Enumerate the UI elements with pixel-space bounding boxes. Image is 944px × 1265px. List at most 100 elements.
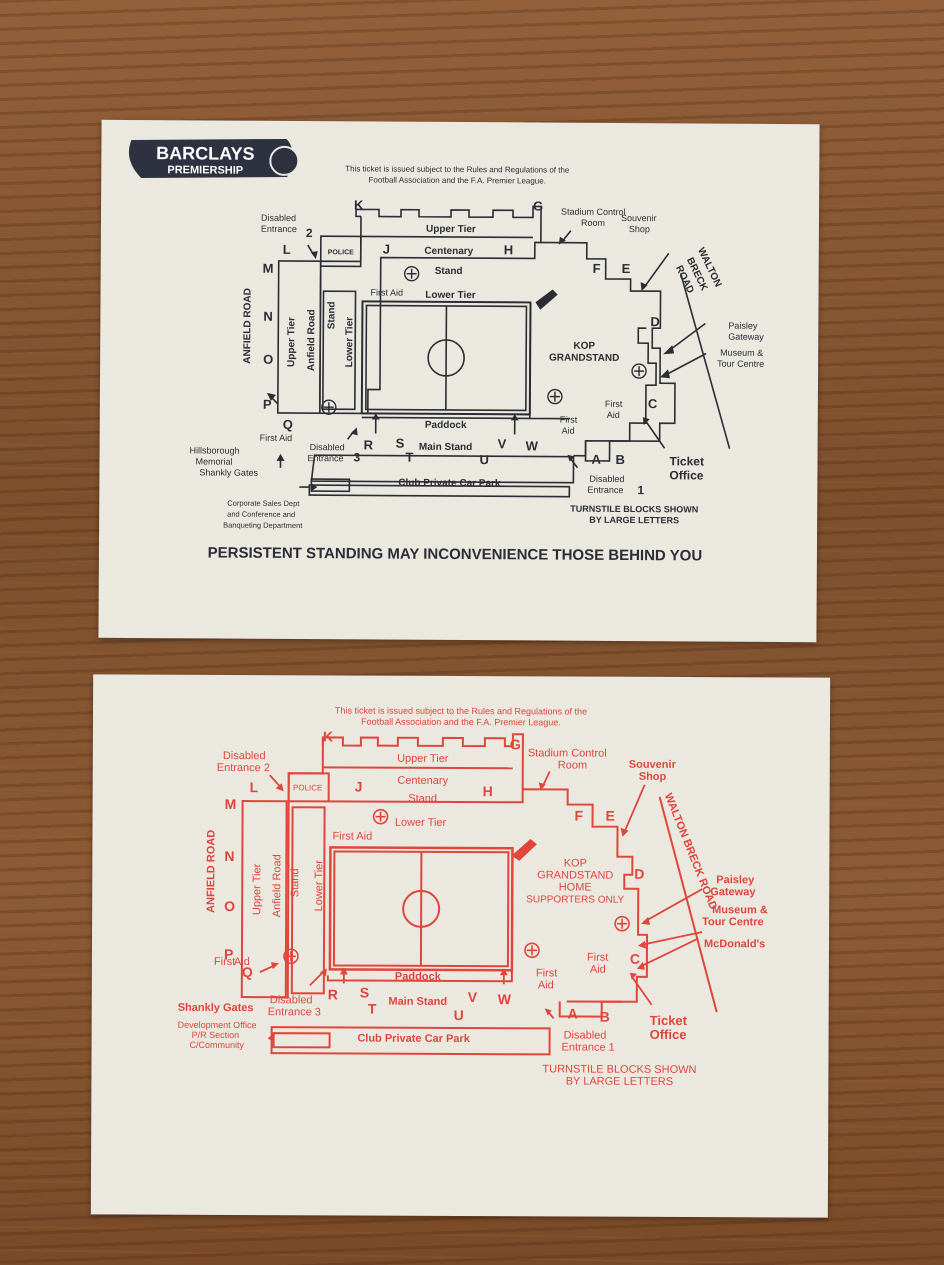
map-label: Room — [558, 759, 587, 771]
map-label: P/R Section — [192, 1030, 240, 1040]
car-park-label: Club Private Car Park — [398, 478, 501, 490]
map-label: 1 — [637, 483, 644, 497]
map-label: Entrance 2 — [217, 762, 270, 774]
map-label: Aid — [538, 979, 554, 991]
map-label: First Aid — [371, 287, 404, 297]
stand-label: Lower Tier — [344, 317, 355, 368]
map-label: Stadium Control — [561, 207, 626, 217]
map-label: First — [605, 399, 623, 409]
map-label: E — [622, 261, 631, 276]
map-label: This ticket is issued subject to the Rul… — [335, 705, 587, 716]
map-label: Aid — [607, 410, 620, 420]
map-label: E — [606, 808, 615, 824]
map-label: Office — [669, 468, 703, 482]
map-label: Football Association and the F.A. Premie… — [361, 717, 561, 728]
map-label: HOME — [559, 881, 592, 893]
map-label: Entrance — [261, 224, 297, 234]
ticket-top: BARCLAYS PREMIERSHIP This ticket is issu… — [98, 119, 820, 643]
map-label: and Conference and — [227, 510, 295, 519]
map-label: Lower Tier — [395, 817, 447, 829]
map-label: Office — [650, 1027, 687, 1042]
map-label: Disabled — [564, 1029, 607, 1041]
map-label: TURNSTILE BLOCKS SHOWN — [570, 504, 698, 515]
map-label: McDonald's — [704, 938, 765, 950]
map-label: C — [648, 396, 658, 411]
map-label: Q — [242, 964, 253, 980]
map-label: Museum & — [712, 904, 768, 916]
map-label: Ticket — [669, 454, 704, 468]
map-label: First Aid — [332, 830, 372, 842]
map-label: N — [224, 848, 234, 864]
map-label: B — [615, 452, 624, 467]
map-label: PREMIERSHIP — [167, 164, 243, 176]
map-label: B — [600, 1009, 610, 1025]
map-label: G — [510, 736, 521, 752]
stand-label: Main Stand — [419, 442, 472, 453]
map-label: S — [360, 985, 369, 1001]
map-label: O — [263, 352, 273, 367]
map-label: SUPPORTERS ONLY — [526, 894, 624, 905]
stand-label: Anfield Road — [306, 309, 317, 371]
map-label: 2 — [306, 226, 313, 240]
map-label: Shop — [639, 771, 667, 783]
stand-label: GRANDSTAND — [549, 353, 619, 364]
map-label: J — [383, 242, 390, 257]
stand-label: Upper Tier — [426, 224, 476, 235]
map-label: Tour Centre — [702, 916, 764, 928]
map-label: Memorial — [195, 456, 232, 466]
stand-label: Upper Tier — [286, 317, 297, 367]
map-label: Shop — [629, 224, 650, 234]
map-label: Disabled — [310, 442, 345, 452]
map-label: Banqueting Department — [223, 521, 303, 530]
map-label: P — [224, 946, 233, 962]
map-label: S — [396, 436, 405, 451]
stand-label: Stand — [435, 266, 463, 277]
stand-label: Stand — [326, 301, 337, 329]
map-label: This ticket is issued subject to the Rul… — [345, 164, 570, 174]
map-label: POLICE — [328, 249, 354, 256]
map-label: TURNSTILE BLOCKS SHOWN — [542, 1063, 696, 1076]
map-label: Room — [581, 218, 605, 228]
map-label: Gateway — [710, 886, 756, 898]
map-label: C/Community — [190, 1040, 245, 1050]
map-label: A — [568, 1005, 578, 1021]
map-label: W — [498, 991, 512, 1007]
map-label: G — [533, 198, 543, 213]
football-icon — [269, 145, 300, 176]
map-label: Stadium Control — [528, 747, 607, 759]
stadium-map-top: BARCLAYS PREMIERSHIP This ticket is issu… — [129, 138, 764, 564]
map-label: L — [283, 242, 291, 257]
map-label: Club Private Car Park — [357, 1033, 470, 1045]
map-label: Souvenir — [629, 759, 677, 771]
map-label: U — [454, 1007, 464, 1023]
map-label: First Aid — [260, 433, 293, 443]
map-label: Aid — [590, 964, 606, 976]
map-label: D — [634, 866, 644, 882]
stand-label: KOP — [573, 341, 595, 352]
map-label: F — [575, 807, 584, 823]
road-label: ANFIELD ROAD — [242, 288, 253, 364]
map-label: Ticket — [650, 1013, 688, 1028]
map-label: K — [323, 728, 333, 744]
map-label: BY LARGE LETTERS — [589, 515, 679, 526]
map-label: C — [630, 951, 640, 967]
map-label: BARCLAYS — [156, 143, 254, 164]
map-label: D — [650, 314, 659, 329]
map-label: Anfield Road — [271, 854, 283, 917]
map-label: N — [263, 309, 272, 324]
map-label: Football Association and the F.A. Premie… — [368, 175, 545, 185]
map-label: GRANDSTAND — [537, 869, 613, 881]
map-label: Tour Centre — [717, 359, 764, 369]
map-label: Entrance 1 — [562, 1041, 615, 1053]
map-label: Entrance — [587, 485, 623, 495]
map-label: Hillsborough — [190, 445, 240, 455]
stand-label: Paddock — [425, 420, 467, 431]
map-label: P — [263, 397, 272, 412]
map-label: Centenary — [397, 775, 448, 787]
map-label: M — [225, 796, 237, 812]
map-label: Main Stand — [388, 996, 447, 1008]
map-label: Development Office — [178, 1020, 257, 1030]
map-label: Entrance — [307, 453, 343, 463]
map-label: Aid — [562, 426, 575, 436]
ticket-bottom: This ticket is issued subject to the Rul… — [90, 674, 831, 1218]
